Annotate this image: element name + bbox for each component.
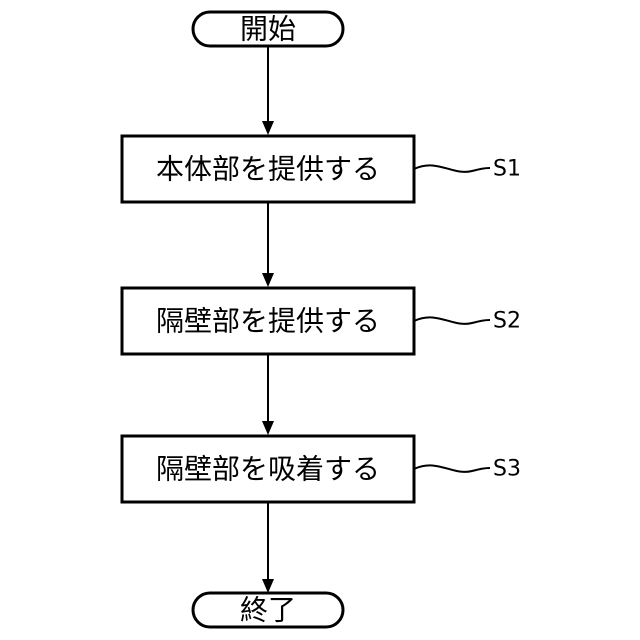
start-label: 開始 bbox=[240, 13, 296, 46]
step-2-leader-line bbox=[414, 317, 490, 324]
process-step-3-label: 隔壁部を吸着する bbox=[156, 453, 380, 486]
step-3-leader-line bbox=[414, 465, 490, 472]
process-step-1-label: 本体部を提供する bbox=[156, 153, 380, 186]
connector-step-2-to-step-3 bbox=[262, 354, 274, 435]
step-1-leader-line bbox=[414, 165, 490, 172]
process-step-3: 隔壁部を吸着する bbox=[122, 436, 414, 502]
process-step-1: 本体部を提供する bbox=[122, 136, 414, 202]
step-2-reference: S2 bbox=[414, 309, 521, 334]
step-2-reference-label: S2 bbox=[493, 309, 521, 334]
connector-start-to-step-1 bbox=[262, 46, 274, 135]
start-terminator: 開始 bbox=[193, 12, 343, 46]
end-label: 終了 bbox=[240, 594, 296, 627]
process-step-2: 隔壁部を提供する bbox=[122, 288, 414, 354]
connector-step-3-to-end bbox=[262, 502, 274, 593]
end-terminator: 終了 bbox=[193, 593, 343, 627]
connector-step-1-to-step-2 bbox=[262, 202, 274, 287]
step-1-reference-label: S1 bbox=[493, 157, 521, 182]
process-step-2-label: 隔壁部を提供する bbox=[156, 305, 380, 338]
step-3-reference: S3 bbox=[414, 457, 521, 482]
step-1-reference: S1 bbox=[414, 157, 521, 182]
step-3-reference-label: S3 bbox=[493, 457, 521, 482]
